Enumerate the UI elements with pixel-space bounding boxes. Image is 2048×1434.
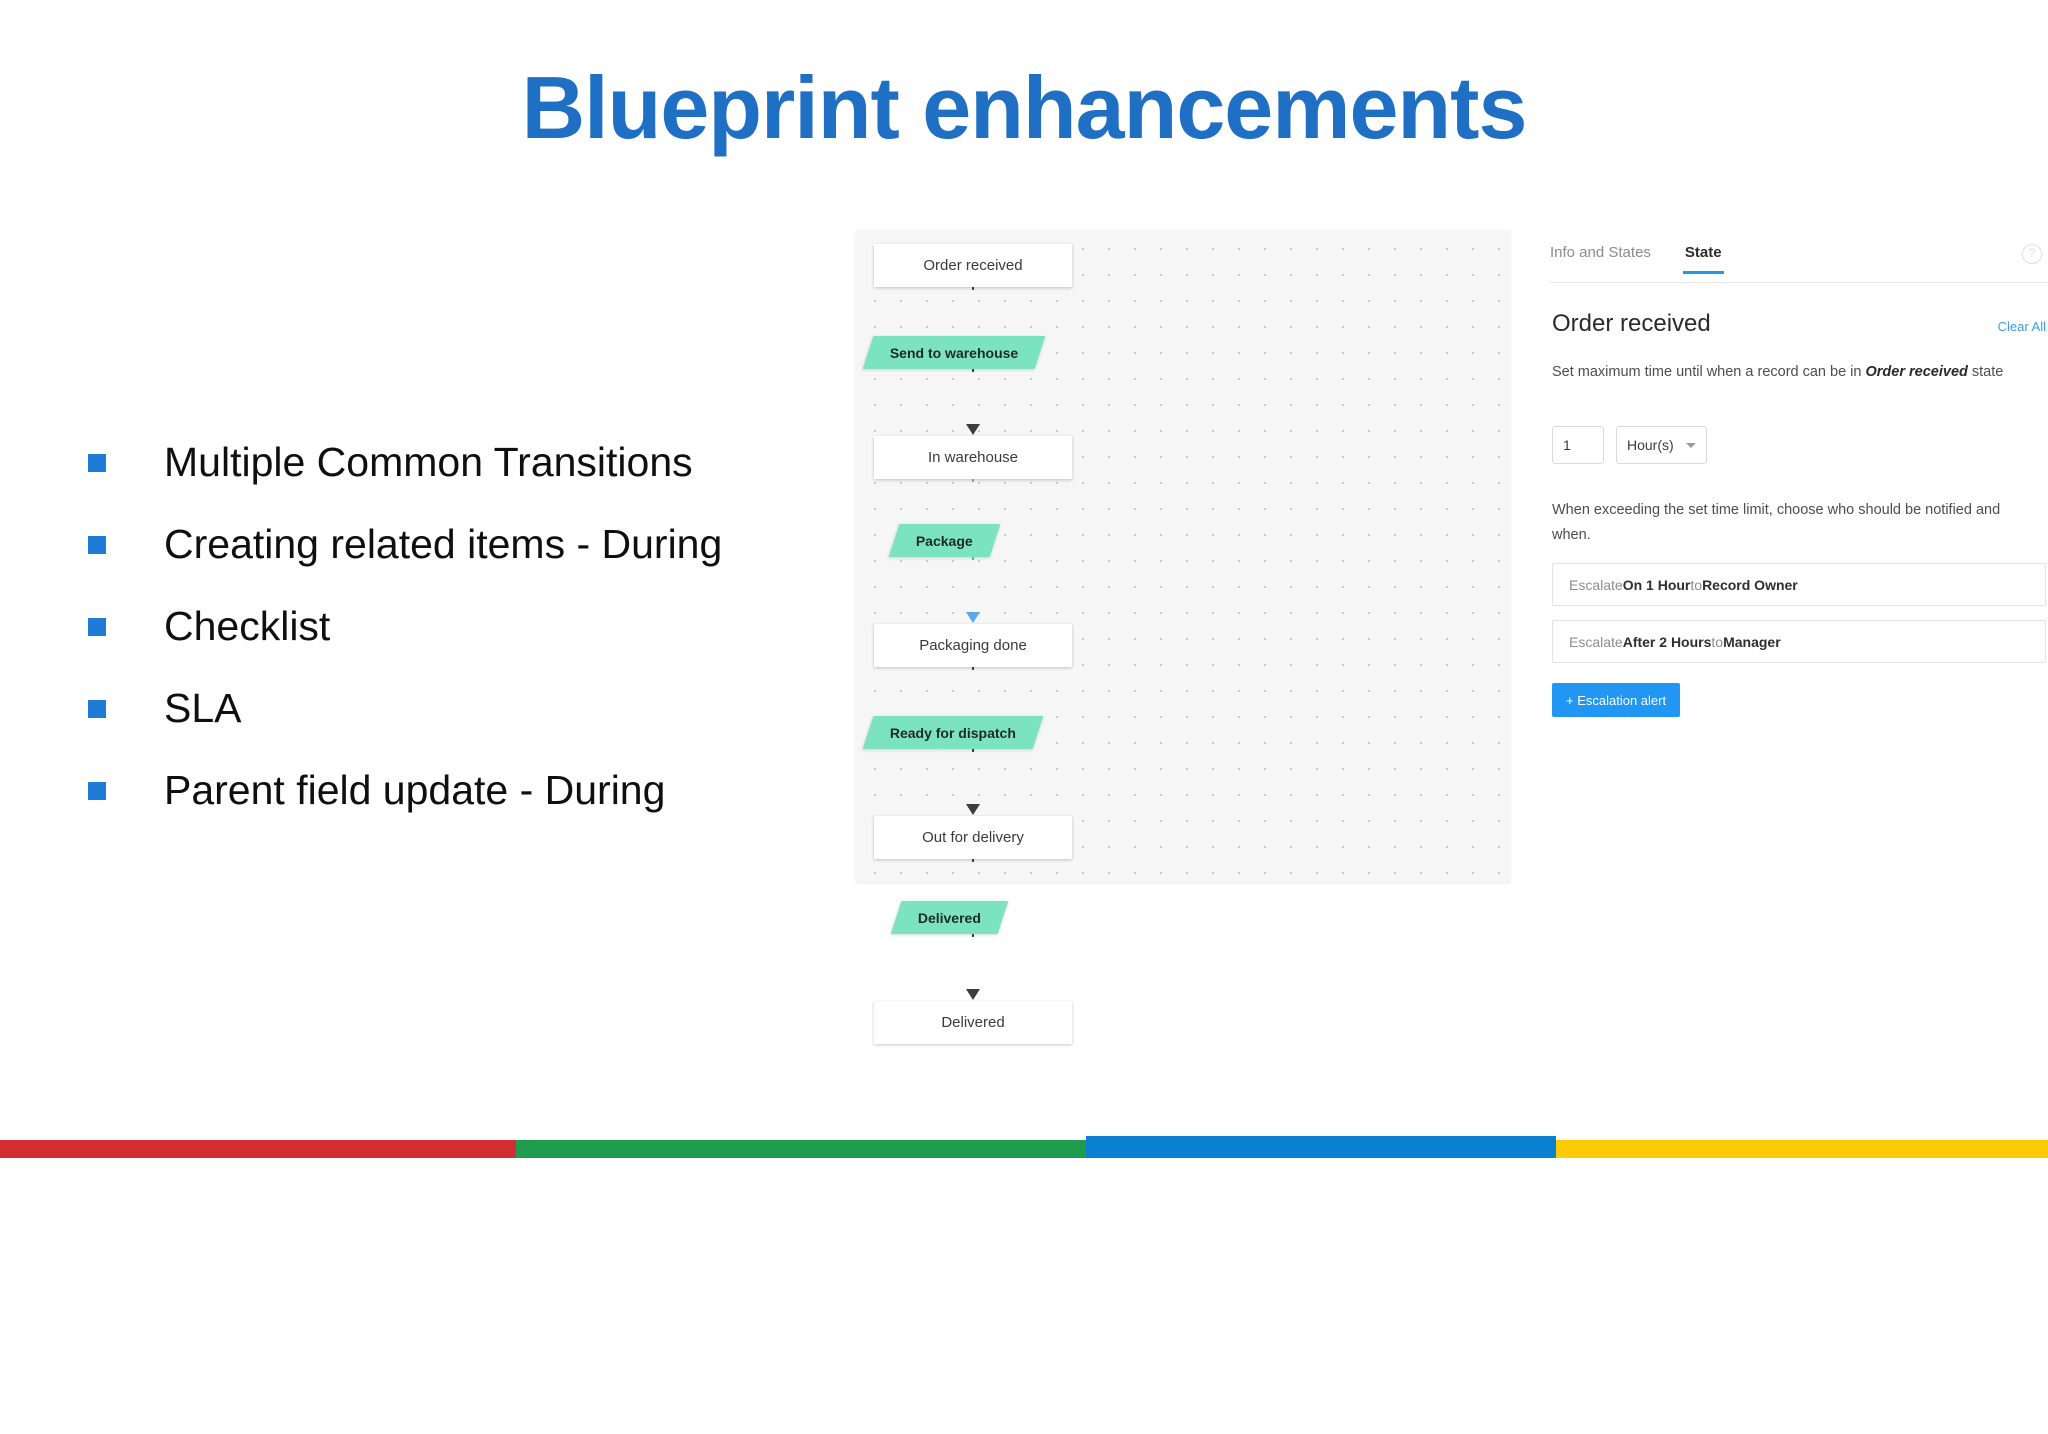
list-item: Checklist bbox=[88, 602, 768, 684]
flow-arrow-icon bbox=[966, 804, 980, 815]
flow-state-label: Delivered bbox=[941, 1014, 1005, 1031]
bullet-square-icon bbox=[88, 700, 106, 718]
bullet-square-icon bbox=[88, 536, 106, 554]
bullet-label: Multiple Common Transitions bbox=[164, 439, 693, 485]
bar-segment-blue bbox=[1086, 1136, 1556, 1158]
flow-arrow-icon bbox=[966, 989, 980, 1000]
tab-state[interactable]: State bbox=[1682, 240, 1724, 274]
escalation-middle: to bbox=[1711, 633, 1724, 650]
escalation-who: Manager bbox=[1723, 633, 1781, 650]
flow-state-label: Out for delivery bbox=[922, 829, 1024, 846]
escalation-rule-row[interactable]: Escalate On 1 Hour to Record Owner bbox=[1552, 563, 2046, 606]
flow-connector bbox=[972, 557, 974, 615]
flow-connector bbox=[972, 479, 974, 524]
flow-state-in-warehouse[interactable]: In warehouse bbox=[874, 436, 1072, 479]
flow-connector bbox=[972, 667, 974, 716]
flow-connector bbox=[972, 287, 974, 336]
panel-state-title: Order received bbox=[1552, 310, 1711, 337]
bullet-label: Checklist bbox=[164, 603, 331, 649]
bullet-label: Creating related items - During bbox=[164, 521, 723, 567]
flow-arrow-icon bbox=[966, 424, 980, 435]
flow-transition-send-to-warehouse[interactable]: Send to warehouse bbox=[862, 336, 1046, 369]
max-time-desc-state-name: Order received bbox=[1865, 364, 1968, 380]
flow-state-packaging-done[interactable]: Packaging done bbox=[874, 624, 1072, 667]
flow-state-out-for-delivery[interactable]: Out for delivery bbox=[874, 816, 1072, 859]
chevron-down-icon bbox=[1685, 442, 1696, 448]
flow-state-delivered[interactable]: Delivered bbox=[874, 1001, 1072, 1044]
bottom-color-bar bbox=[0, 1136, 2048, 1434]
flow-transition-ready-for-dispatch[interactable]: Ready for dispatch bbox=[862, 716, 1044, 749]
tab-info-and-states[interactable]: Info and States bbox=[1550, 244, 1651, 261]
flow-transition-label: Send to warehouse bbox=[890, 344, 1019, 361]
escalation-when: On 1 Hour bbox=[1622, 576, 1691, 593]
panel-state-header: Order received Clear All bbox=[1552, 310, 2046, 338]
flow-transition-delivered[interactable]: Delivered bbox=[890, 901, 1009, 934]
escalation-middle: to bbox=[1690, 576, 1703, 593]
escalation-who: Record Owner bbox=[1702, 576, 1798, 593]
clear-all-link[interactable]: Clear All bbox=[1997, 319, 2046, 334]
flow-state-label: Packaging done bbox=[919, 637, 1027, 654]
escalation-prefix: Escalate bbox=[1569, 633, 1623, 650]
bullet-label: SLA bbox=[164, 685, 242, 731]
max-time-desc-prefix: Set maximum time until when a record can… bbox=[1552, 364, 1866, 380]
flow-transition-package[interactable]: Package bbox=[888, 524, 1001, 557]
state-settings-panel: Info and States State ? Order received C… bbox=[1550, 230, 2048, 990]
max-time-description: Set maximum time until when a record can… bbox=[1552, 360, 2030, 385]
escalation-prefix: Escalate bbox=[1569, 576, 1623, 593]
bar-segment-green bbox=[516, 1140, 1086, 1158]
flow-connector bbox=[972, 369, 974, 427]
time-unit-value: Hour(s) bbox=[1627, 437, 1674, 453]
bullet-square-icon bbox=[88, 782, 106, 800]
bullet-square-icon bbox=[88, 618, 106, 636]
list-item: Parent field update - During bbox=[88, 766, 768, 848]
flow-transition-label: Delivered bbox=[918, 909, 982, 926]
bar-segment-red bbox=[0, 1140, 516, 1158]
flow-transition-label: Package bbox=[916, 532, 973, 549]
page-title: Blueprint enhancements bbox=[521, 58, 1528, 157]
list-item: Multiple Common Transitions bbox=[88, 438, 768, 520]
embedded-product-screenshot: Order received Send to warehouse In ware… bbox=[760, 178, 2048, 1068]
flow-connector bbox=[972, 749, 974, 807]
escalation-description: When exceeding the set time limit, choos… bbox=[1552, 502, 2001, 543]
blueprint-canvas[interactable]: Order received Send to warehouse In ware… bbox=[856, 230, 1510, 1044]
bullet-list: Multiple Common Transitions Creating rel… bbox=[88, 438, 768, 848]
panel-tab-bar: Info and States State ? bbox=[1550, 240, 2048, 283]
flow-state-order-received[interactable]: Order received bbox=[874, 244, 1072, 287]
flow-state-label: Order received bbox=[923, 257, 1023, 274]
flow-arrow-icon bbox=[966, 612, 980, 623]
time-value-input[interactable]: 1 bbox=[1552, 426, 1604, 464]
time-limit-controls: 1 Hour(s) bbox=[1552, 426, 1707, 464]
add-escalation-alert-button[interactable]: + Escalation alert bbox=[1552, 683, 1681, 717]
escalation-when: After 2 Hours bbox=[1622, 633, 1712, 650]
escalation-rules-list: Escalate On 1 Hour to Record Owner Escal… bbox=[1552, 563, 2046, 677]
flow-connector bbox=[972, 859, 974, 901]
bullet-label: Parent field update - During bbox=[164, 767, 666, 813]
help-circle-icon[interactable]: ? bbox=[2022, 244, 2042, 264]
time-unit-select[interactable]: Hour(s) bbox=[1616, 426, 1707, 464]
list-item: Creating related items - During bbox=[88, 520, 768, 602]
max-time-desc-suffix: state bbox=[1967, 364, 2004, 380]
list-item: SLA bbox=[88, 684, 768, 766]
escalation-rule-row[interactable]: Escalate After 2 Hours to Manager bbox=[1552, 620, 2046, 663]
flow-state-label: In warehouse bbox=[927, 449, 1019, 466]
bullet-square-icon bbox=[88, 454, 106, 472]
flow-connector bbox=[972, 934, 974, 992]
flow-transition-label: Ready for dispatch bbox=[890, 724, 1017, 741]
bar-segment-yellow bbox=[1556, 1140, 2048, 1158]
